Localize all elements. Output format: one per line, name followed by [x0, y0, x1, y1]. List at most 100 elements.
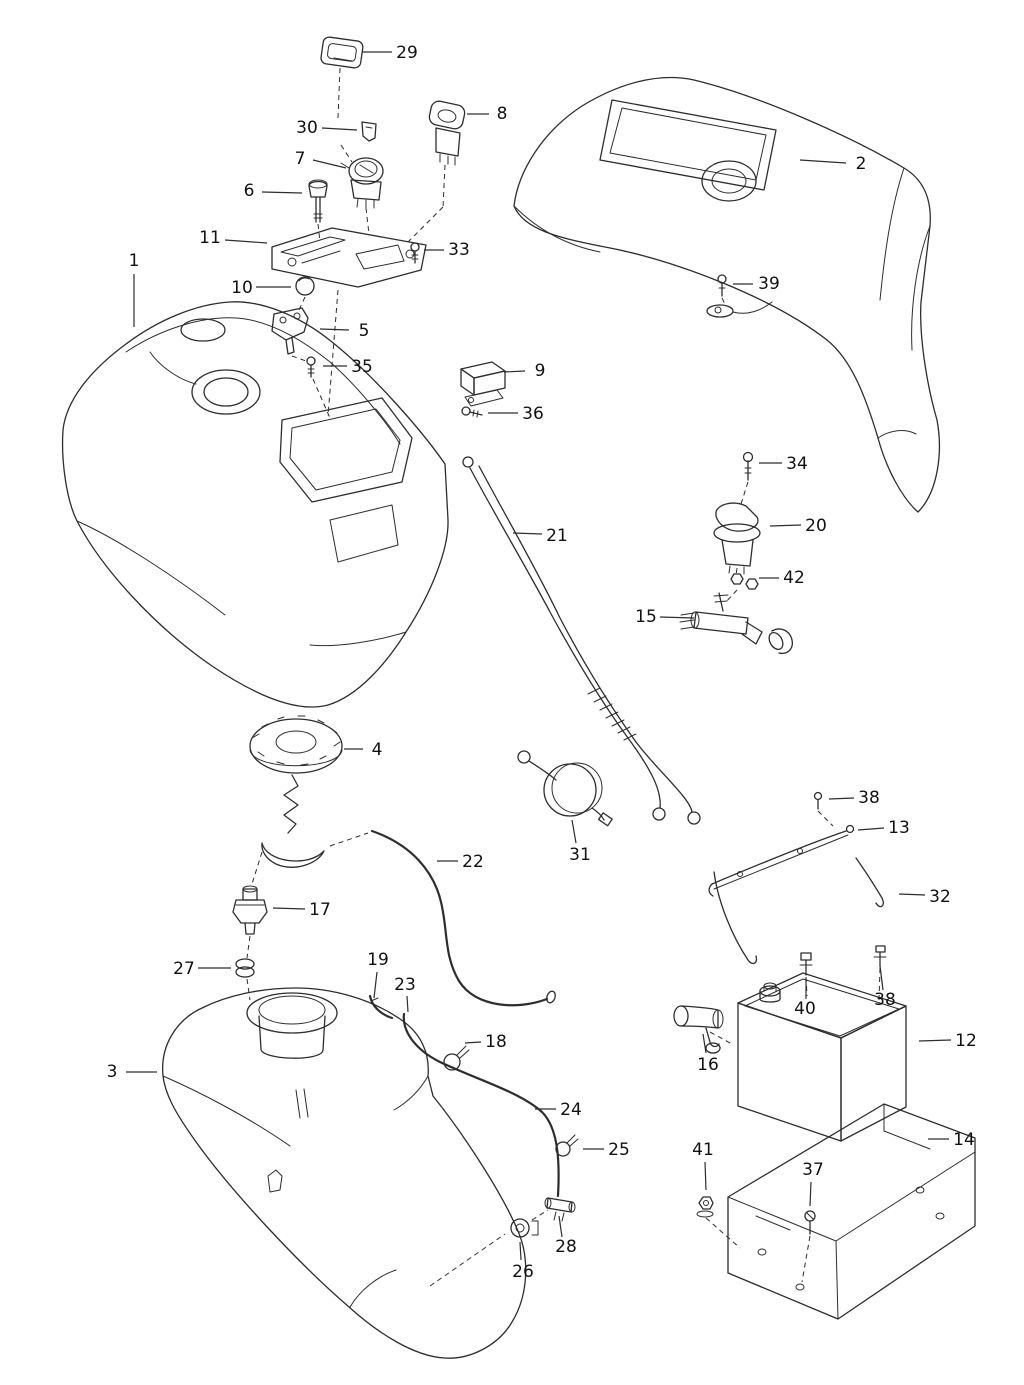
callout-number: 32: [929, 887, 951, 907]
callout-35-12: 35: [323, 357, 373, 377]
callout-2-5: 2: [799, 154, 867, 174]
callout-number: 11: [199, 228, 221, 248]
callout-leader-line: [224, 239, 268, 244]
callout-29-0: 29: [362, 43, 418, 63]
callout-41-39: 41: [692, 1140, 714, 1191]
callout-20-16: 20: [769, 516, 827, 536]
grommet-26-drawing: [510, 1218, 539, 1238]
callout-number: 33: [448, 240, 470, 260]
callout-number: 6: [244, 181, 255, 201]
callout-number: 38: [858, 788, 880, 808]
callout-38-21: 38: [828, 788, 880, 808]
callout-39-8: 39: [733, 274, 780, 294]
callout-number: 29: [396, 43, 418, 63]
callout-leader-line: [879, 965, 884, 991]
ball-knob-drawing: [295, 276, 315, 296]
callout-leader-line: [319, 328, 350, 331]
callout-6-4: 6: [244, 181, 303, 201]
callout-25-37: 25: [583, 1140, 630, 1160]
callout-number: 4: [372, 740, 383, 760]
callout-16-34: 16: [697, 1033, 719, 1075]
callout-leader-line: [809, 1181, 812, 1207]
battery-cables-drawing: [462, 456, 701, 825]
callout-leader-line: [571, 819, 577, 844]
callout-number: 39: [758, 274, 780, 294]
callout-leader-line: [799, 159, 847, 164]
callout-leader-line: [918, 1039, 952, 1042]
callout-number: 41: [692, 1140, 714, 1160]
callout-37-40: 37: [802, 1160, 824, 1207]
fuel-hose-drawing: [402, 1012, 560, 1198]
callout-number: 15: [635, 607, 657, 627]
callout-42-18: 42: [759, 568, 805, 588]
callout-26-41: 26: [512, 1241, 534, 1282]
callout-8-1: 8: [467, 104, 507, 124]
callout-number: 22: [462, 852, 484, 872]
callout-number: 26: [512, 1262, 534, 1282]
callout-number: 7: [295, 149, 306, 169]
callout-leader-line: [373, 971, 378, 999]
callout-number: 3: [107, 1062, 118, 1082]
assembly-dashed-lines: [246, 67, 881, 1287]
callout-number: 30: [296, 118, 318, 138]
coiled-cable-drawing: [517, 750, 613, 827]
callout-30-2: 30: [296, 118, 358, 138]
callout-7-3: 7: [295, 149, 347, 169]
fuel-cap-drawing: [249, 715, 343, 868]
nuts-42-drawing: [730, 573, 759, 590]
grommet-27-drawing: [235, 958, 255, 978]
callout-number: 34: [786, 454, 808, 474]
screw-33-drawing: [410, 242, 420, 264]
callout-number: 2: [856, 154, 867, 174]
callout-number: 1: [129, 251, 140, 271]
nut-41-drawing: [696, 1196, 714, 1218]
callout-21-17: 21: [512, 526, 568, 546]
callout-number: 37: [802, 1160, 824, 1180]
callout-number: 16: [697, 1055, 719, 1075]
battery-bolts-drawing: [799, 945, 887, 976]
callout-number: 14: [953, 1130, 975, 1150]
rocker-switch-drawing: [320, 36, 364, 69]
callout-number: 13: [888, 818, 910, 838]
callout-14-38: 14: [928, 1130, 975, 1150]
callout-number: 17: [309, 900, 331, 920]
callout-leader-line: [769, 524, 802, 527]
callout-number: 10: [231, 278, 253, 298]
callout-leader-line: [702, 1033, 707, 1054]
callout-28-42: 28: [555, 1215, 577, 1257]
callout-number: 8: [497, 104, 508, 124]
callout-leader-line: [659, 616, 695, 619]
callout-24-36: 24: [535, 1100, 582, 1120]
fuel-valve-drawing: [232, 885, 268, 935]
ignition-switch-drawing: [340, 157, 384, 209]
callout-number: 42: [783, 568, 805, 588]
callout-number: 9: [535, 361, 546, 381]
callout-leader-line: [704, 1161, 707, 1191]
screw-36-drawing: [461, 406, 483, 418]
callout-5-11: 5: [319, 321, 369, 341]
callout-32-25: 32: [898, 887, 951, 907]
callout-leader-line: [272, 907, 306, 910]
fuel-tank-drawing: [162, 987, 527, 1359]
main-console-drawing: [61, 301, 449, 708]
callout-31-23: 31: [569, 819, 591, 865]
callout-number: 31: [569, 845, 591, 865]
bracket-drawing: [271, 307, 309, 355]
bolt-37-drawing: [804, 1210, 816, 1235]
callout-22-24: 22: [437, 852, 484, 872]
screw-35-drawing: [306, 356, 316, 378]
callout-23-29: 23: [394, 975, 416, 1013]
elbow-fitting-drawing: [673, 1005, 724, 1054]
clamp-25-drawing: [555, 1134, 579, 1157]
hose-end-drawing: [368, 994, 394, 1020]
callout-number: 40: [794, 999, 816, 1019]
screw-34-drawing: [742, 451, 754, 481]
callout-12-35: 12: [918, 1031, 977, 1051]
callout-38-31: 38: [874, 965, 896, 1010]
clamp-18-drawing: [443, 1045, 470, 1071]
callout-18-32: 18: [464, 1032, 507, 1052]
switch-plate-drawing: [271, 227, 427, 288]
